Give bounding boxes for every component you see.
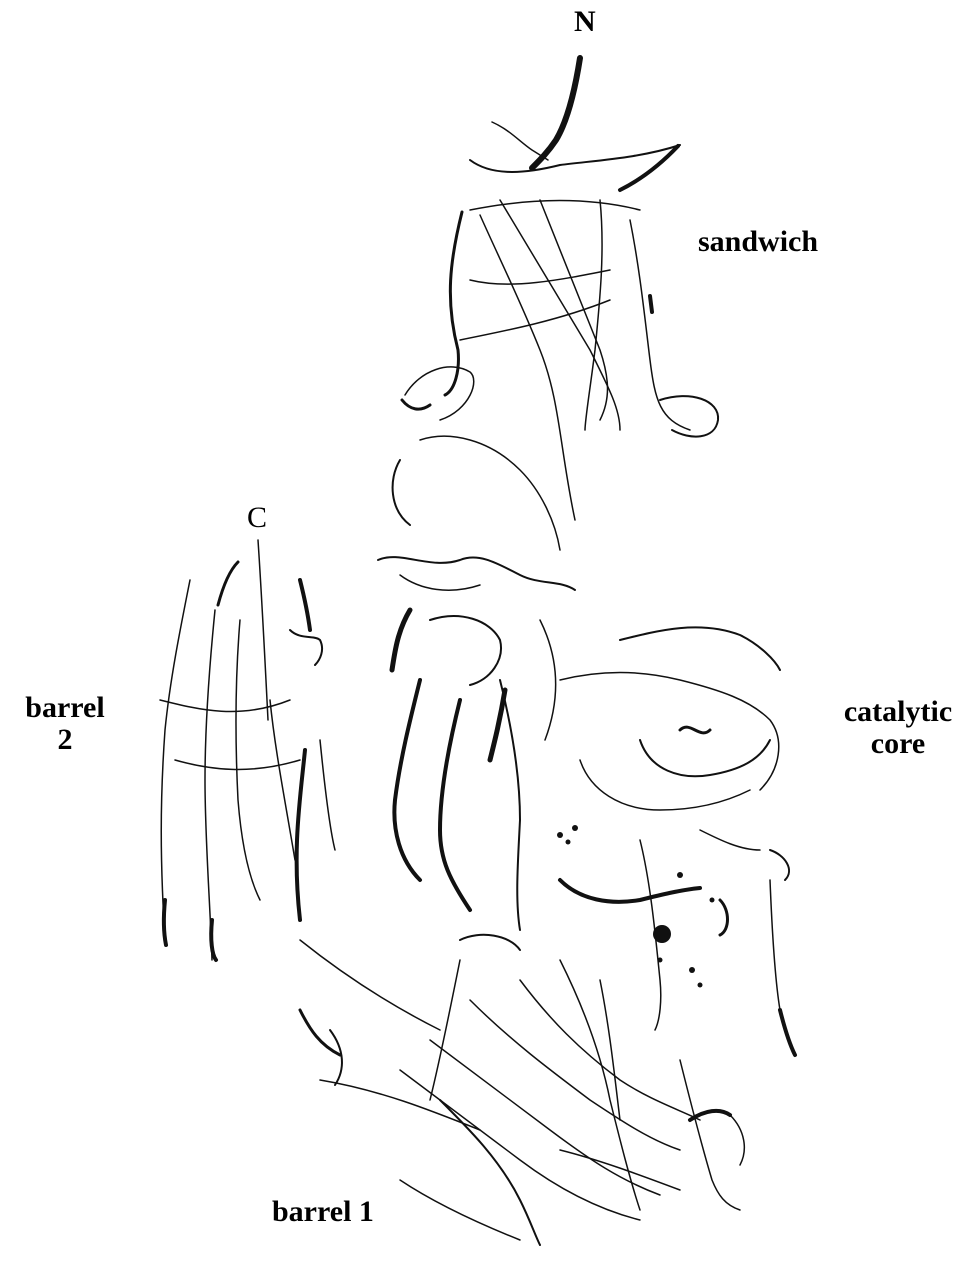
barrel-2-label-line2: 2 [10, 724, 120, 756]
n-terminal-strand [532, 58, 580, 168]
barrel-2-label-line1: barrel [10, 692, 120, 724]
catalytic-core-label-line1: catalytic [824, 696, 972, 728]
catalytic-core-label-line2: core [824, 728, 972, 760]
sandwich-domain [445, 145, 718, 520]
barrel-2-label: barrel 2 [10, 692, 120, 757]
barrel-1-label: barrel 1 [272, 1196, 374, 1228]
barrel-2-domain [160, 540, 335, 960]
sandwich-label: sandwich [698, 226, 818, 258]
c-terminus-label: C [247, 502, 267, 534]
linker-region [378, 367, 575, 930]
catalytic-core-label: catalytic core [824, 696, 972, 761]
catalytic-core [557, 627, 795, 1055]
strand [492, 122, 548, 160]
n-terminus-label: N [574, 6, 596, 38]
